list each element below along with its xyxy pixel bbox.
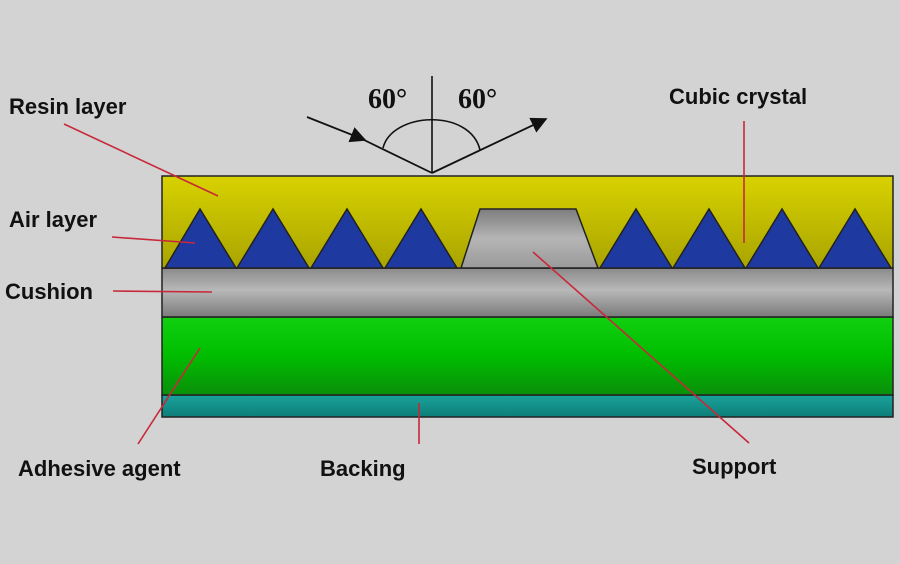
label-air-layer: Air layer xyxy=(9,207,97,232)
cubic-crystal-prism xyxy=(817,207,893,269)
cubic-crystal-prism xyxy=(163,207,238,269)
light-ray-diagram xyxy=(306,76,548,174)
cubic-crystal-prism xyxy=(671,207,747,269)
cubic-crystal-prisms-left xyxy=(163,207,459,269)
cubic-crystal-prism xyxy=(383,207,459,269)
leader-support xyxy=(532,251,750,444)
support-post xyxy=(459,208,600,269)
incident-ray xyxy=(306,116,367,143)
leader-air-layer xyxy=(111,236,196,244)
cubic-crystal-prism xyxy=(598,207,674,269)
leader-adhesive-agent xyxy=(137,347,201,445)
cushion-layer xyxy=(161,267,894,318)
angle-label-left: 60° xyxy=(368,84,407,115)
backing-layer xyxy=(161,394,894,418)
adhesive-agent-layer xyxy=(161,316,894,396)
angle-arc xyxy=(382,119,481,151)
cubic-crystal-prism xyxy=(309,207,385,269)
label-cushion: Cushion xyxy=(5,279,93,304)
leader-resin-layer xyxy=(63,123,219,197)
cubic-crystal-prism xyxy=(235,207,311,269)
cubic-crystal-prisms-right xyxy=(598,207,893,269)
leader-cushion xyxy=(112,290,213,293)
incident-ray-segment xyxy=(359,137,433,174)
label-cubic-crystal: Cubic crystal xyxy=(669,84,807,109)
reflected-ray xyxy=(431,117,548,174)
label-support: Support xyxy=(692,454,777,479)
cubic-crystal-prism xyxy=(744,207,820,269)
label-resin-layer: Resin layer xyxy=(9,94,127,119)
angle-label-right: 60° xyxy=(458,84,497,115)
leader-lines xyxy=(63,121,750,445)
label-backing: Backing xyxy=(320,456,406,481)
label-adhesive-agent: Adhesive agent xyxy=(18,456,181,481)
